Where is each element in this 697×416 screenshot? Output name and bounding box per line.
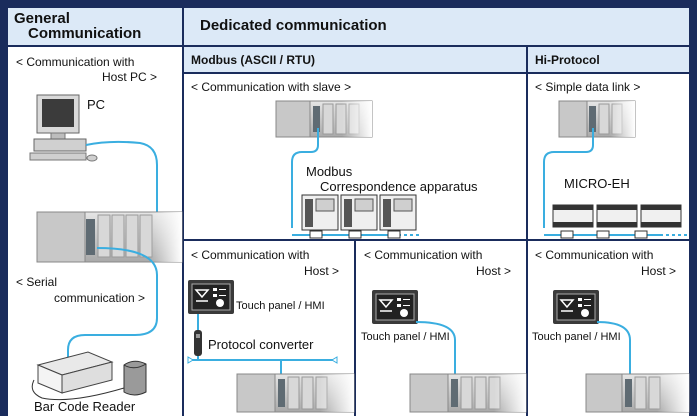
modbus-master-plc xyxy=(275,100,373,138)
hiprotocol-header-title: Hi-Protocol xyxy=(535,53,600,67)
bottom-mid-plc xyxy=(409,373,527,413)
touch-panel-icon-right xyxy=(553,290,599,324)
micro-eh-label: MICRO-EH xyxy=(564,176,630,191)
general-plc xyxy=(36,211,183,263)
modbus-header xyxy=(184,47,526,72)
general-header-line1: General xyxy=(14,10,70,27)
modbus-header-title: Modbus (ASCII / RTU) xyxy=(191,53,315,67)
general-comm-line1: < Communication with xyxy=(16,55,135,69)
general-header xyxy=(8,8,182,45)
pc-icon xyxy=(29,94,98,162)
general-comm-line2: Host PC > xyxy=(102,70,158,84)
modbus-apparatus-line1: Modbus xyxy=(306,164,353,179)
bottom-right-plc xyxy=(585,373,690,413)
dedicated-header-title: Dedicated communication xyxy=(200,17,387,34)
bottom-left-plc xyxy=(236,373,355,413)
serial-line2: communication > xyxy=(54,291,146,305)
hi-datalink-label: < Simple data link > xyxy=(535,80,641,94)
dedicated-header xyxy=(184,8,689,45)
barcode-reader-icon xyxy=(31,351,147,401)
bottom-left-comm-line1: < Communication with xyxy=(191,248,310,262)
modbus-apparatus-line2: Correspondence apparatus xyxy=(320,179,478,194)
bottom-left-comm-line2: Host > xyxy=(304,264,340,278)
bottom-mid-hmi-label: Touch panel / HMI xyxy=(361,331,450,343)
serial-line1: < Serial xyxy=(16,275,58,289)
bottom-right-comm-line1: < Communication with xyxy=(535,248,654,262)
pc-label: PC xyxy=(87,97,106,112)
modbus-slave-label: < Communication with slave > xyxy=(191,80,352,94)
barcode-label: Bar Code Reader xyxy=(34,399,136,414)
bottom-mid-comm-line1: < Communication with xyxy=(364,248,483,262)
bottom-right-hmi-label: Touch panel / HMI xyxy=(532,331,621,343)
bottom-mid-comm-line2: Host > xyxy=(476,264,512,278)
hiprotocol-master-plc xyxy=(558,100,636,138)
touch-panel-icon-mid xyxy=(372,290,418,324)
hiprotocol-header xyxy=(528,47,689,72)
general-header-line2: Communication xyxy=(28,25,142,42)
micro-eh-units xyxy=(552,204,682,239)
protocol-converter-icon xyxy=(194,330,202,356)
protocol-converter-label: Protocol converter xyxy=(208,337,314,352)
bottom-right-comm-line2: Host > xyxy=(641,264,677,278)
bottom-left-hmi-label: Touch panel / HMI xyxy=(236,300,325,312)
modbus-slave-devices xyxy=(301,194,417,239)
touch-panel-icon-left xyxy=(188,280,234,314)
